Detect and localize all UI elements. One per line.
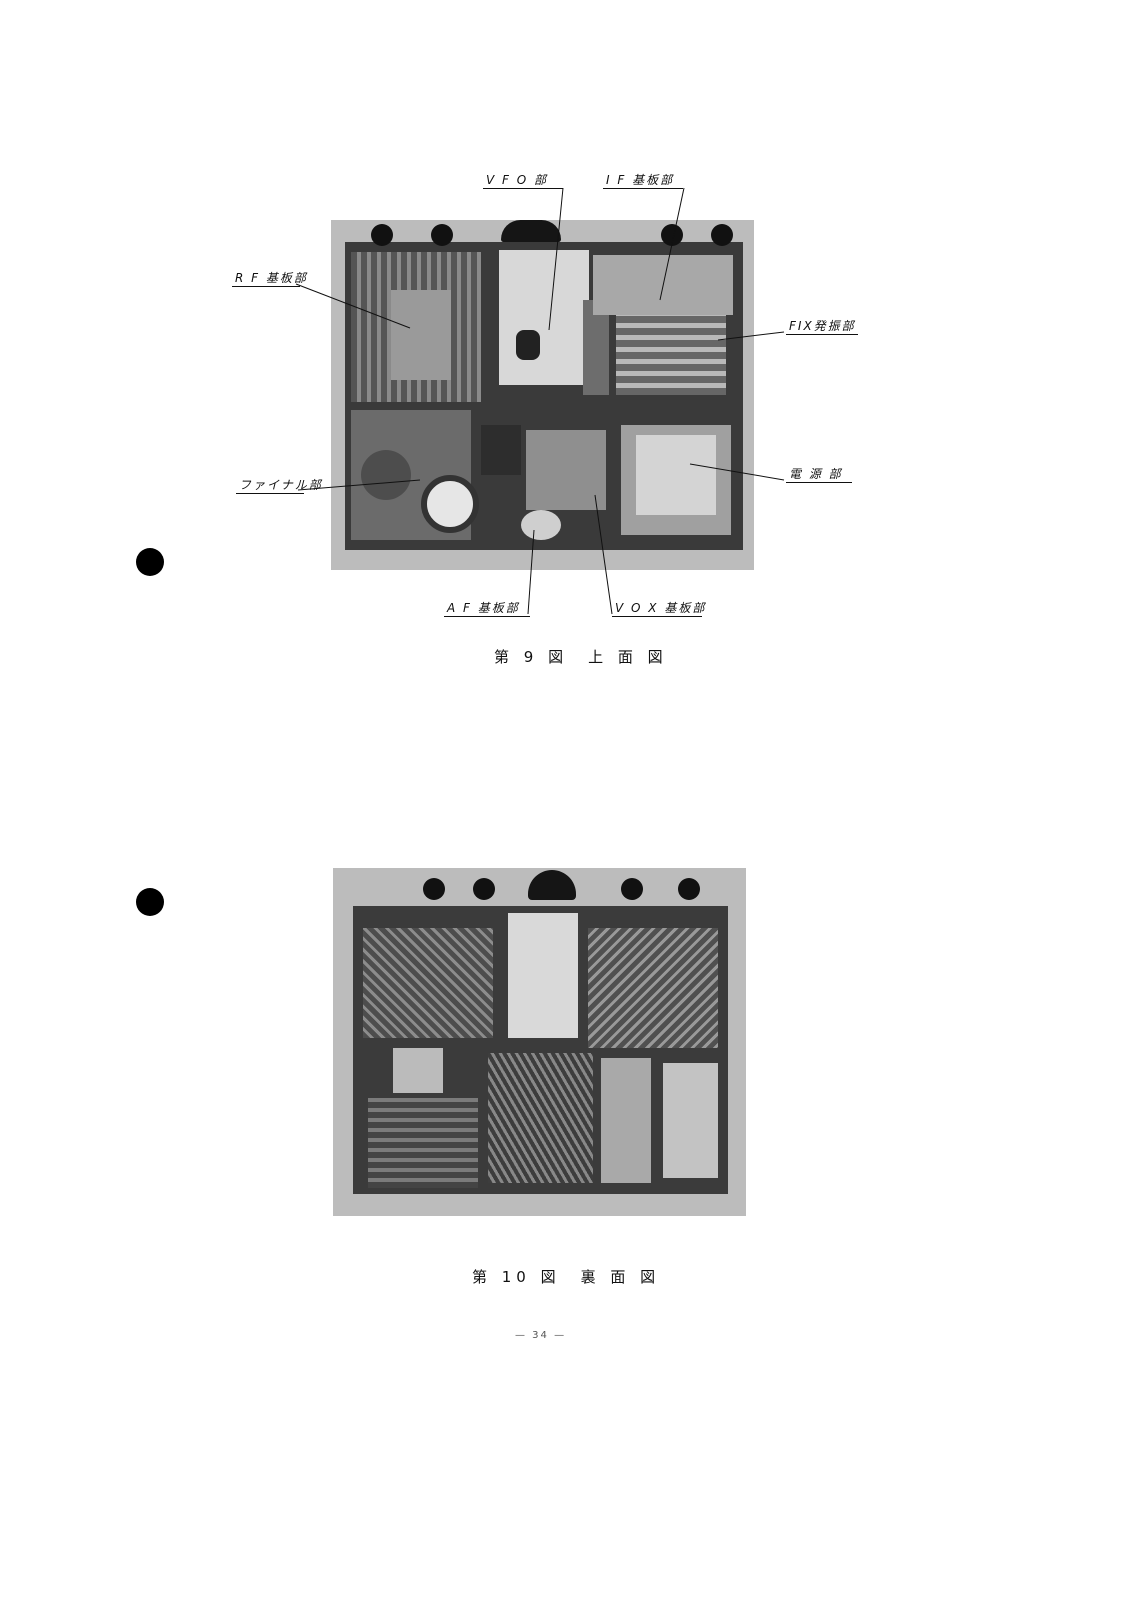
- label-if-board: I F 基板部: [603, 173, 683, 189]
- bottom-view-photo: [333, 868, 746, 1216]
- figure-9-caption: 第 9 図 上 面 図: [494, 648, 668, 666]
- label-vox-board: V O X 基板部: [612, 601, 704, 617]
- label-rf-board: R F 基板部: [232, 271, 306, 287]
- label-vfo: V F O 部: [483, 173, 563, 189]
- punch-hole-bottom: [136, 888, 164, 916]
- figure-10-caption: 第 10 図 裏 面 図: [472, 1268, 661, 1286]
- top-view-photo: [331, 220, 754, 570]
- label-fix-osc: FIX発振部: [786, 319, 858, 335]
- punch-hole-top: [136, 548, 164, 576]
- label-af-board: A F 基板部: [444, 601, 530, 617]
- label-final: ファイナル部: [236, 478, 321, 494]
- page-number: — 34 —: [515, 1330, 567, 1341]
- label-power: 電 源 部: [786, 467, 852, 483]
